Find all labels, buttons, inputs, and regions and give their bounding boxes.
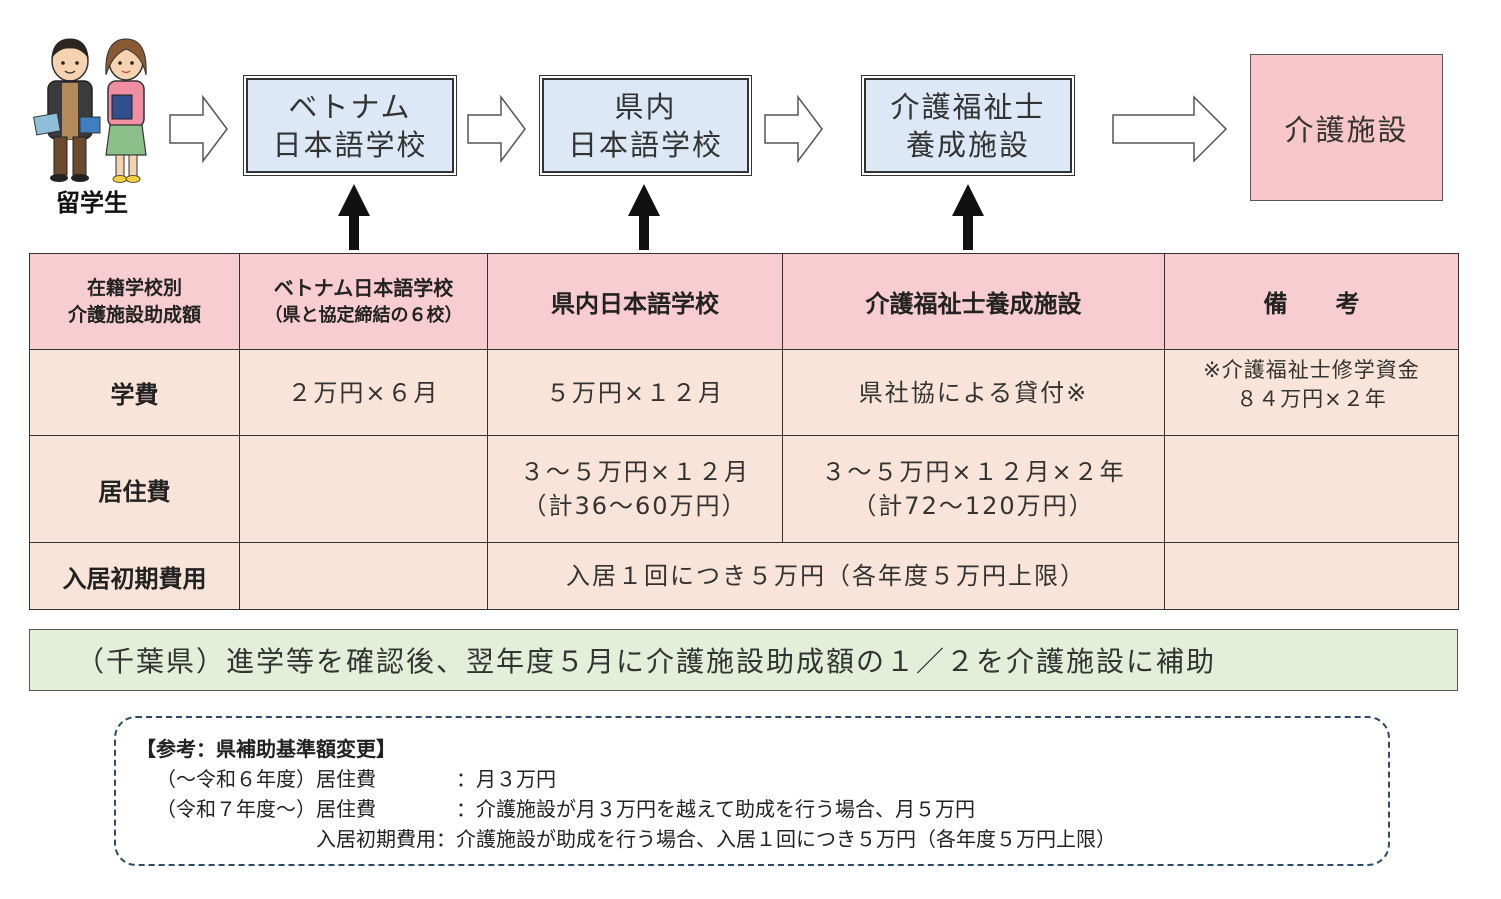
- reference-line: 入居初期費用：介護施設が助成を行う場合、入居１回につき５万円（各年度５万円上限）: [156, 827, 1116, 851]
- cell-initial-vietnam: [239, 542, 488, 610]
- girl-figure: [105, 38, 147, 183]
- header-local-school: 県内日本語学校: [487, 253, 783, 350]
- cell-tuition-local: ５万円×１２月: [487, 349, 783, 436]
- header-vietnam-line: ベトナム日本語学校: [273, 275, 454, 300]
- header-corner-line: 介護施設助成額: [67, 303, 201, 326]
- stage-label-line: 県内: [614, 89, 677, 124]
- remarks-line: ８４万円×２年: [1236, 387, 1387, 411]
- stage-vietnam-school: ベトナム 日本語学校: [243, 75, 457, 176]
- header-care-training: 介護福祉士養成施設: [782, 253, 1165, 350]
- reference-line: （令和７年度～）居住費 ：介護施設が月３万円を越えて助成を行う場合、月５万円: [156, 797, 975, 821]
- final-care-facility: 介護施設: [1250, 54, 1443, 201]
- cell-line: （計36～60万円）: [522, 492, 748, 520]
- cell-tuition-care: 県社協による貸付※: [782, 349, 1165, 436]
- stage-label-line: ベトナム: [288, 89, 412, 124]
- header-vietnam-sub: （県と協定締結の６校）: [264, 304, 463, 326]
- reference-box: 【参考：県補助基準額変更】 （～令和６年度）居住費 ：月３万円 （令和７年度～）…: [114, 716, 1390, 866]
- cell-housing-vietnam: [239, 435, 488, 543]
- cell-housing-care: ３～５万円×１２月×２年 （計72～120万円）: [782, 435, 1165, 543]
- stage-local-school: 県内 日本語学校: [539, 75, 752, 176]
- table-row-housing: 居住費 ３～５万円×１２月 （計36～60万円） ３～５万円×１２月×２年 （計…: [29, 435, 1459, 543]
- cell-housing-remarks: [1164, 435, 1459, 543]
- remarks-line: ※介護福祉士修学資金: [1203, 358, 1420, 382]
- table-header-row: 在籍学校別 介護施設助成額 ベトナム日本語学校 （県と協定締結の６校） 県内日本…: [29, 253, 1459, 350]
- subsidy-table: 在籍学校別 介護施設助成額 ベトナム日本語学校 （県と協定締結の６校） 県内日本…: [29, 253, 1459, 610]
- stage-care-training: 介護福祉士 養成施設: [861, 75, 1075, 176]
- row-label-housing: 居住費: [29, 435, 240, 543]
- cell-housing-local: ３～５万円×１２月 （計36～60万円）: [487, 435, 783, 543]
- student-caption: 留学生: [56, 189, 128, 217]
- cell-initial-remarks: [1164, 542, 1459, 610]
- header-corner-line: 在籍学校別: [86, 276, 182, 299]
- boy-figure: [33, 38, 101, 182]
- cell-line: （計72～120万円）: [852, 492, 1095, 520]
- reference-title: 【参考：県補助基準額変更】: [136, 737, 396, 761]
- hollow-right-arrow-icon: [467, 95, 526, 163]
- table-row-tuition: 学費 ２万円×６月 ５万円×１２月 県社協による貸付※ ※介護福祉士修学資金 ８…: [29, 349, 1459, 436]
- reference-line: （～令和６年度）居住費 ：月３万円: [156, 767, 556, 791]
- up-arrow-icon: [628, 184, 660, 250]
- row-label-tuition: 学費: [29, 349, 240, 436]
- stage-label-line: 介護福祉士: [890, 89, 1046, 124]
- hollow-right-arrow-icon: [169, 95, 228, 163]
- cell-tuition-vietnam: ２万円×６月: [239, 349, 488, 436]
- students-illustration-icon: [33, 38, 147, 183]
- row-label-initial: 入居初期費用: [29, 542, 240, 610]
- up-arrow-icon: [338, 184, 370, 250]
- header-remarks: 備 考: [1164, 253, 1459, 350]
- cell-line: ３～５万円×１２月: [519, 458, 751, 486]
- cell-line: ３～５万円×１２月×２年: [821, 458, 1126, 486]
- stage-label-line: 日本語学校: [567, 127, 723, 162]
- hollow-right-arrow-icon: [764, 95, 823, 163]
- cell-initial-merged: 入居１回につき５万円（各年度５万円上限）: [487, 542, 1165, 610]
- up-arrow-icon: [952, 184, 984, 250]
- header-corner: 在籍学校別 介護施設助成額: [29, 253, 240, 350]
- stage-label-line: 養成施設: [905, 127, 1030, 162]
- cell-tuition-remarks: ※介護福祉士修学資金 ８４万円×２年: [1164, 349, 1459, 436]
- table-row-initial: 入居初期費用 入居１回につき５万円（各年度５万円上限）: [29, 542, 1459, 610]
- stage-label-line: 日本語学校: [272, 127, 428, 162]
- header-vietnam-school: ベトナム日本語学校 （県と協定締結の６校）: [239, 253, 488, 350]
- hollow-right-arrow-icon: [1112, 95, 1228, 163]
- prefecture-note-bar: （千葉県）進学等を確認後、翌年度５月に介護施設助成額の１／２を介護施設に補助: [29, 629, 1458, 691]
